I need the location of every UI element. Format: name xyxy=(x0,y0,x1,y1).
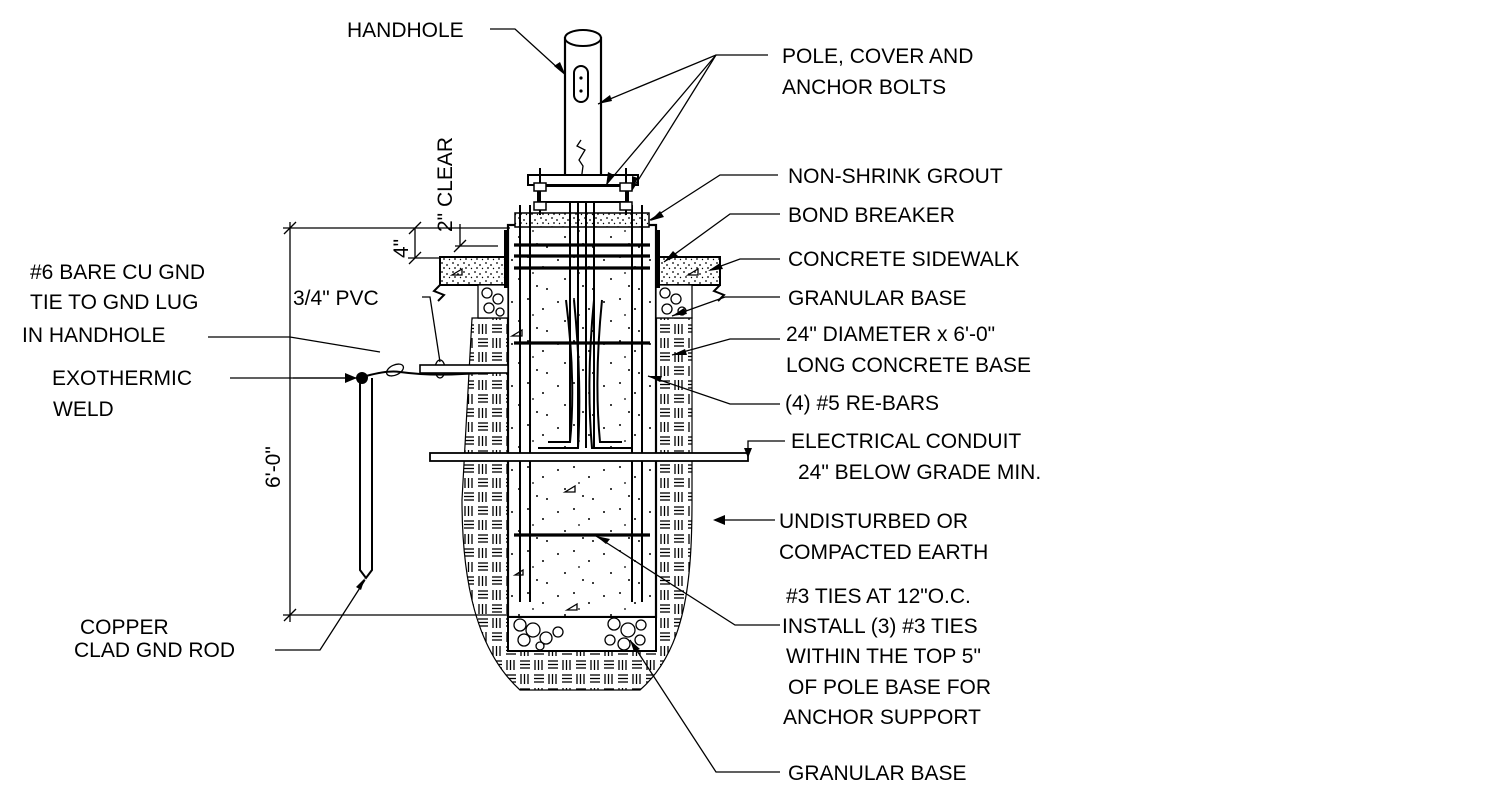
pole-base-plate xyxy=(527,168,639,215)
label-earth-line2: COMPACTED EARTH xyxy=(779,541,988,564)
label-conduit-line1: ELECTRICAL CONDUIT xyxy=(791,430,1021,453)
label-pvc: 3/4" PVC xyxy=(293,287,379,310)
leader-lines xyxy=(208,28,785,773)
label-ties-line3: WITHIN THE TOP 5" xyxy=(786,645,981,668)
label-handhole: HANDHOLE xyxy=(347,19,464,42)
label-rod-line1: COPPER xyxy=(80,616,169,639)
labels: HANDHOLE POLE, COVER AND ANCHOR BOLTS NO… xyxy=(22,19,1041,785)
label-ties-line4: OF POLE BASE FOR xyxy=(788,676,991,699)
label-ties-line1: #3 TIES AT 12"O.C. xyxy=(786,585,971,608)
dimension-lines xyxy=(283,221,510,622)
label-conduit-line2: 24" BELOW GRADE MIN. xyxy=(798,461,1041,484)
label-gnd-line1: #6 BARE CU GND xyxy=(30,261,205,284)
label-pole-line2: ANCHOR BOLTS xyxy=(782,76,946,99)
pole xyxy=(563,29,603,197)
non-shrink-grout xyxy=(514,212,650,228)
label-dim-6: 6'-0" xyxy=(262,446,285,488)
ground-rod xyxy=(356,372,373,580)
label-ties-line2: INSTALL (3) #3 TIES xyxy=(782,615,978,638)
label-base-line2: LONG CONCRETE BASE xyxy=(786,354,1031,377)
label-exo-line2: WELD xyxy=(53,398,114,421)
label-granular-bottom: GRANULAR BASE xyxy=(788,762,967,785)
label-dim-4: 4" xyxy=(390,239,413,258)
electrical-conduit xyxy=(429,190,749,462)
label-granular-top: GRANULAR BASE xyxy=(788,287,967,310)
label-gnd-line2: TIE TO GND LUG xyxy=(30,291,198,314)
label-ties-line5: ANCHOR SUPPORT xyxy=(783,706,981,729)
label-earth-line1: UNDISTURBED OR xyxy=(779,510,968,533)
label-grout: NON-SHRINK GROUT xyxy=(788,165,1003,188)
label-base-line1: 24" DIAMETER x 6'-0" xyxy=(786,323,995,346)
leader-arrowheads xyxy=(345,62,752,652)
label-bond-breaker: BOND BREAKER xyxy=(788,204,955,227)
label-rod-line2: CLAD GND ROD xyxy=(74,639,235,662)
bond-breaker xyxy=(504,230,660,288)
label-rebars: (4) #5 RE-BARS xyxy=(785,392,939,415)
label-sidewalk: CONCRETE SIDEWALK xyxy=(788,248,1019,271)
handhole-opening xyxy=(573,65,589,103)
label-exo-line1: EXOTHERMIC xyxy=(52,367,192,390)
label-clear: 2" CLEAR xyxy=(434,137,457,232)
label-pole-line1: POLE, COVER AND xyxy=(782,45,973,68)
exothermic-weld-dot xyxy=(356,372,368,384)
granular-base-bottom xyxy=(507,616,657,652)
ties xyxy=(514,243,650,537)
label-gnd-line3: IN HANDHOLE xyxy=(22,324,166,347)
granular-base-top xyxy=(477,284,693,319)
